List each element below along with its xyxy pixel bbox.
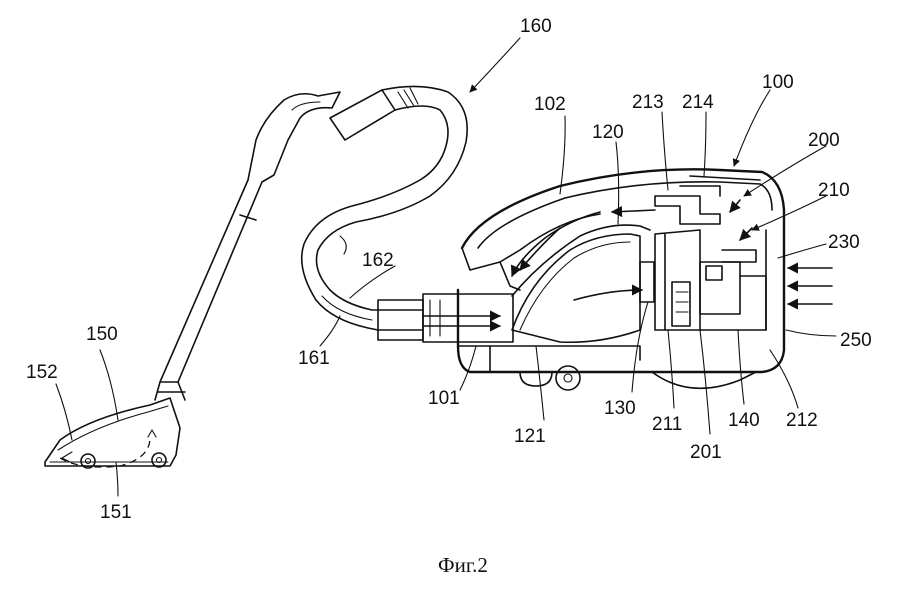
label-150: 150 (86, 324, 118, 345)
label-211: 211 (652, 414, 682, 435)
label-250: 250 (840, 330, 872, 351)
label-102: 102 (534, 94, 566, 115)
nozzle-wheel-front (80, 453, 96, 469)
main-body (456, 168, 833, 391)
label-161: 161 (298, 348, 330, 369)
label-152: 152 (26, 362, 58, 383)
label-121: 121 (514, 426, 546, 447)
label-200: 200 (808, 130, 840, 151)
label-214: 214 (682, 92, 714, 113)
floor-nozzle (44, 397, 181, 469)
label-212: 212 (786, 410, 818, 431)
label-101: 101 (428, 388, 460, 409)
label-162: 162 (362, 250, 394, 271)
label-151: 151 (100, 502, 132, 523)
leader-lines (55, 37, 837, 497)
label-130: 130 (604, 398, 636, 419)
label-210: 210 (818, 180, 850, 201)
nozzle-wheel-rear (151, 452, 167, 468)
label-230: 230 (828, 232, 860, 253)
label-100: 100 (762, 72, 794, 93)
inlet-pipe (377, 293, 514, 343)
label-201: 201 (690, 442, 722, 463)
body-wheel-front (555, 365, 581, 391)
extension-wand (154, 91, 341, 401)
label-160: 160 (520, 16, 552, 37)
hose (300, 85, 468, 331)
label-120: 120 (592, 122, 624, 143)
label-140: 140 (728, 410, 760, 431)
reference-labels: 160 162 161 101 102 120 213 214 100 200 … (26, 16, 872, 523)
label-213: 213 (632, 92, 664, 113)
figure-caption: Фиг.2 (438, 553, 488, 577)
